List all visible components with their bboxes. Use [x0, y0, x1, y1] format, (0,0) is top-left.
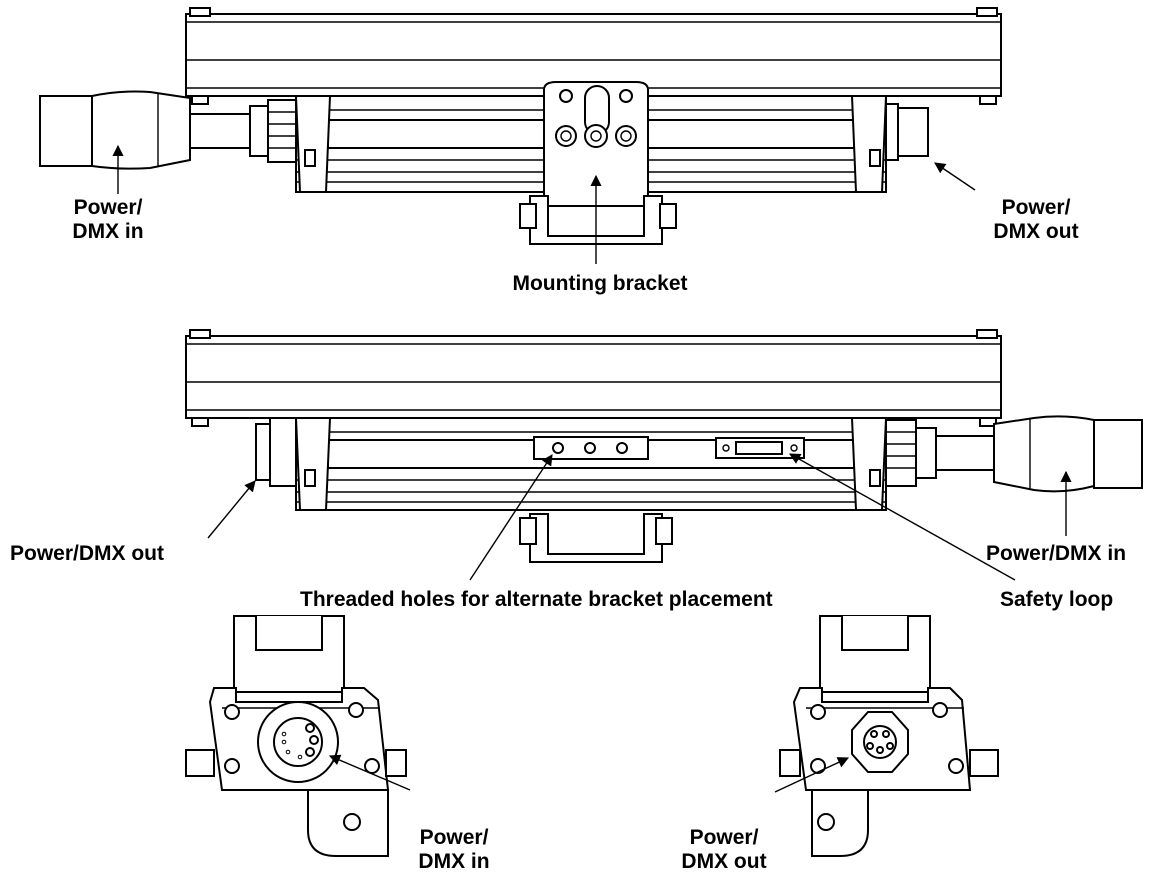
top-power-dmx-out-label: Power/ DMX out: [976, 196, 1096, 244]
end-power-out-line1: Power/: [689, 826, 759, 849]
middle-power-dmx-out-label: Power/DMX out: [10, 542, 165, 565]
top-power-out-line2: DMX out: [993, 220, 1079, 243]
middle-fixture-view: [185, 329, 1143, 581]
end-power-dmx-out-label: Power/ DMX out: [664, 826, 784, 874]
top-power-in-line1: Power/: [73, 196, 143, 219]
mounting-bracket-label: Mounting bracket: [512, 272, 688, 295]
safety-loop-label: Safety loop: [1000, 588, 1114, 611]
top-power-dmx-in-label: Power/ DMX in: [58, 196, 158, 244]
end-power-dmx-in-label: Power/ DMX in: [404, 826, 504, 874]
top-power-in-line2: DMX in: [72, 220, 144, 243]
end-power-in-line1: Power/: [419, 826, 489, 849]
top-fixture-view: [39, 7, 1002, 264]
end-power-out-line2: DMX out: [681, 850, 767, 873]
end-view-left: [185, 615, 411, 857]
middle-power-dmx-in-label: Power/DMX in: [986, 542, 1127, 565]
end-power-in-line2: DMX in: [418, 850, 490, 873]
threaded-holes-label: Threaded holes for alternate bracket pla…: [300, 588, 773, 611]
top-power-out-line1: Power/: [1001, 196, 1071, 219]
end-view-right: [774, 615, 999, 857]
